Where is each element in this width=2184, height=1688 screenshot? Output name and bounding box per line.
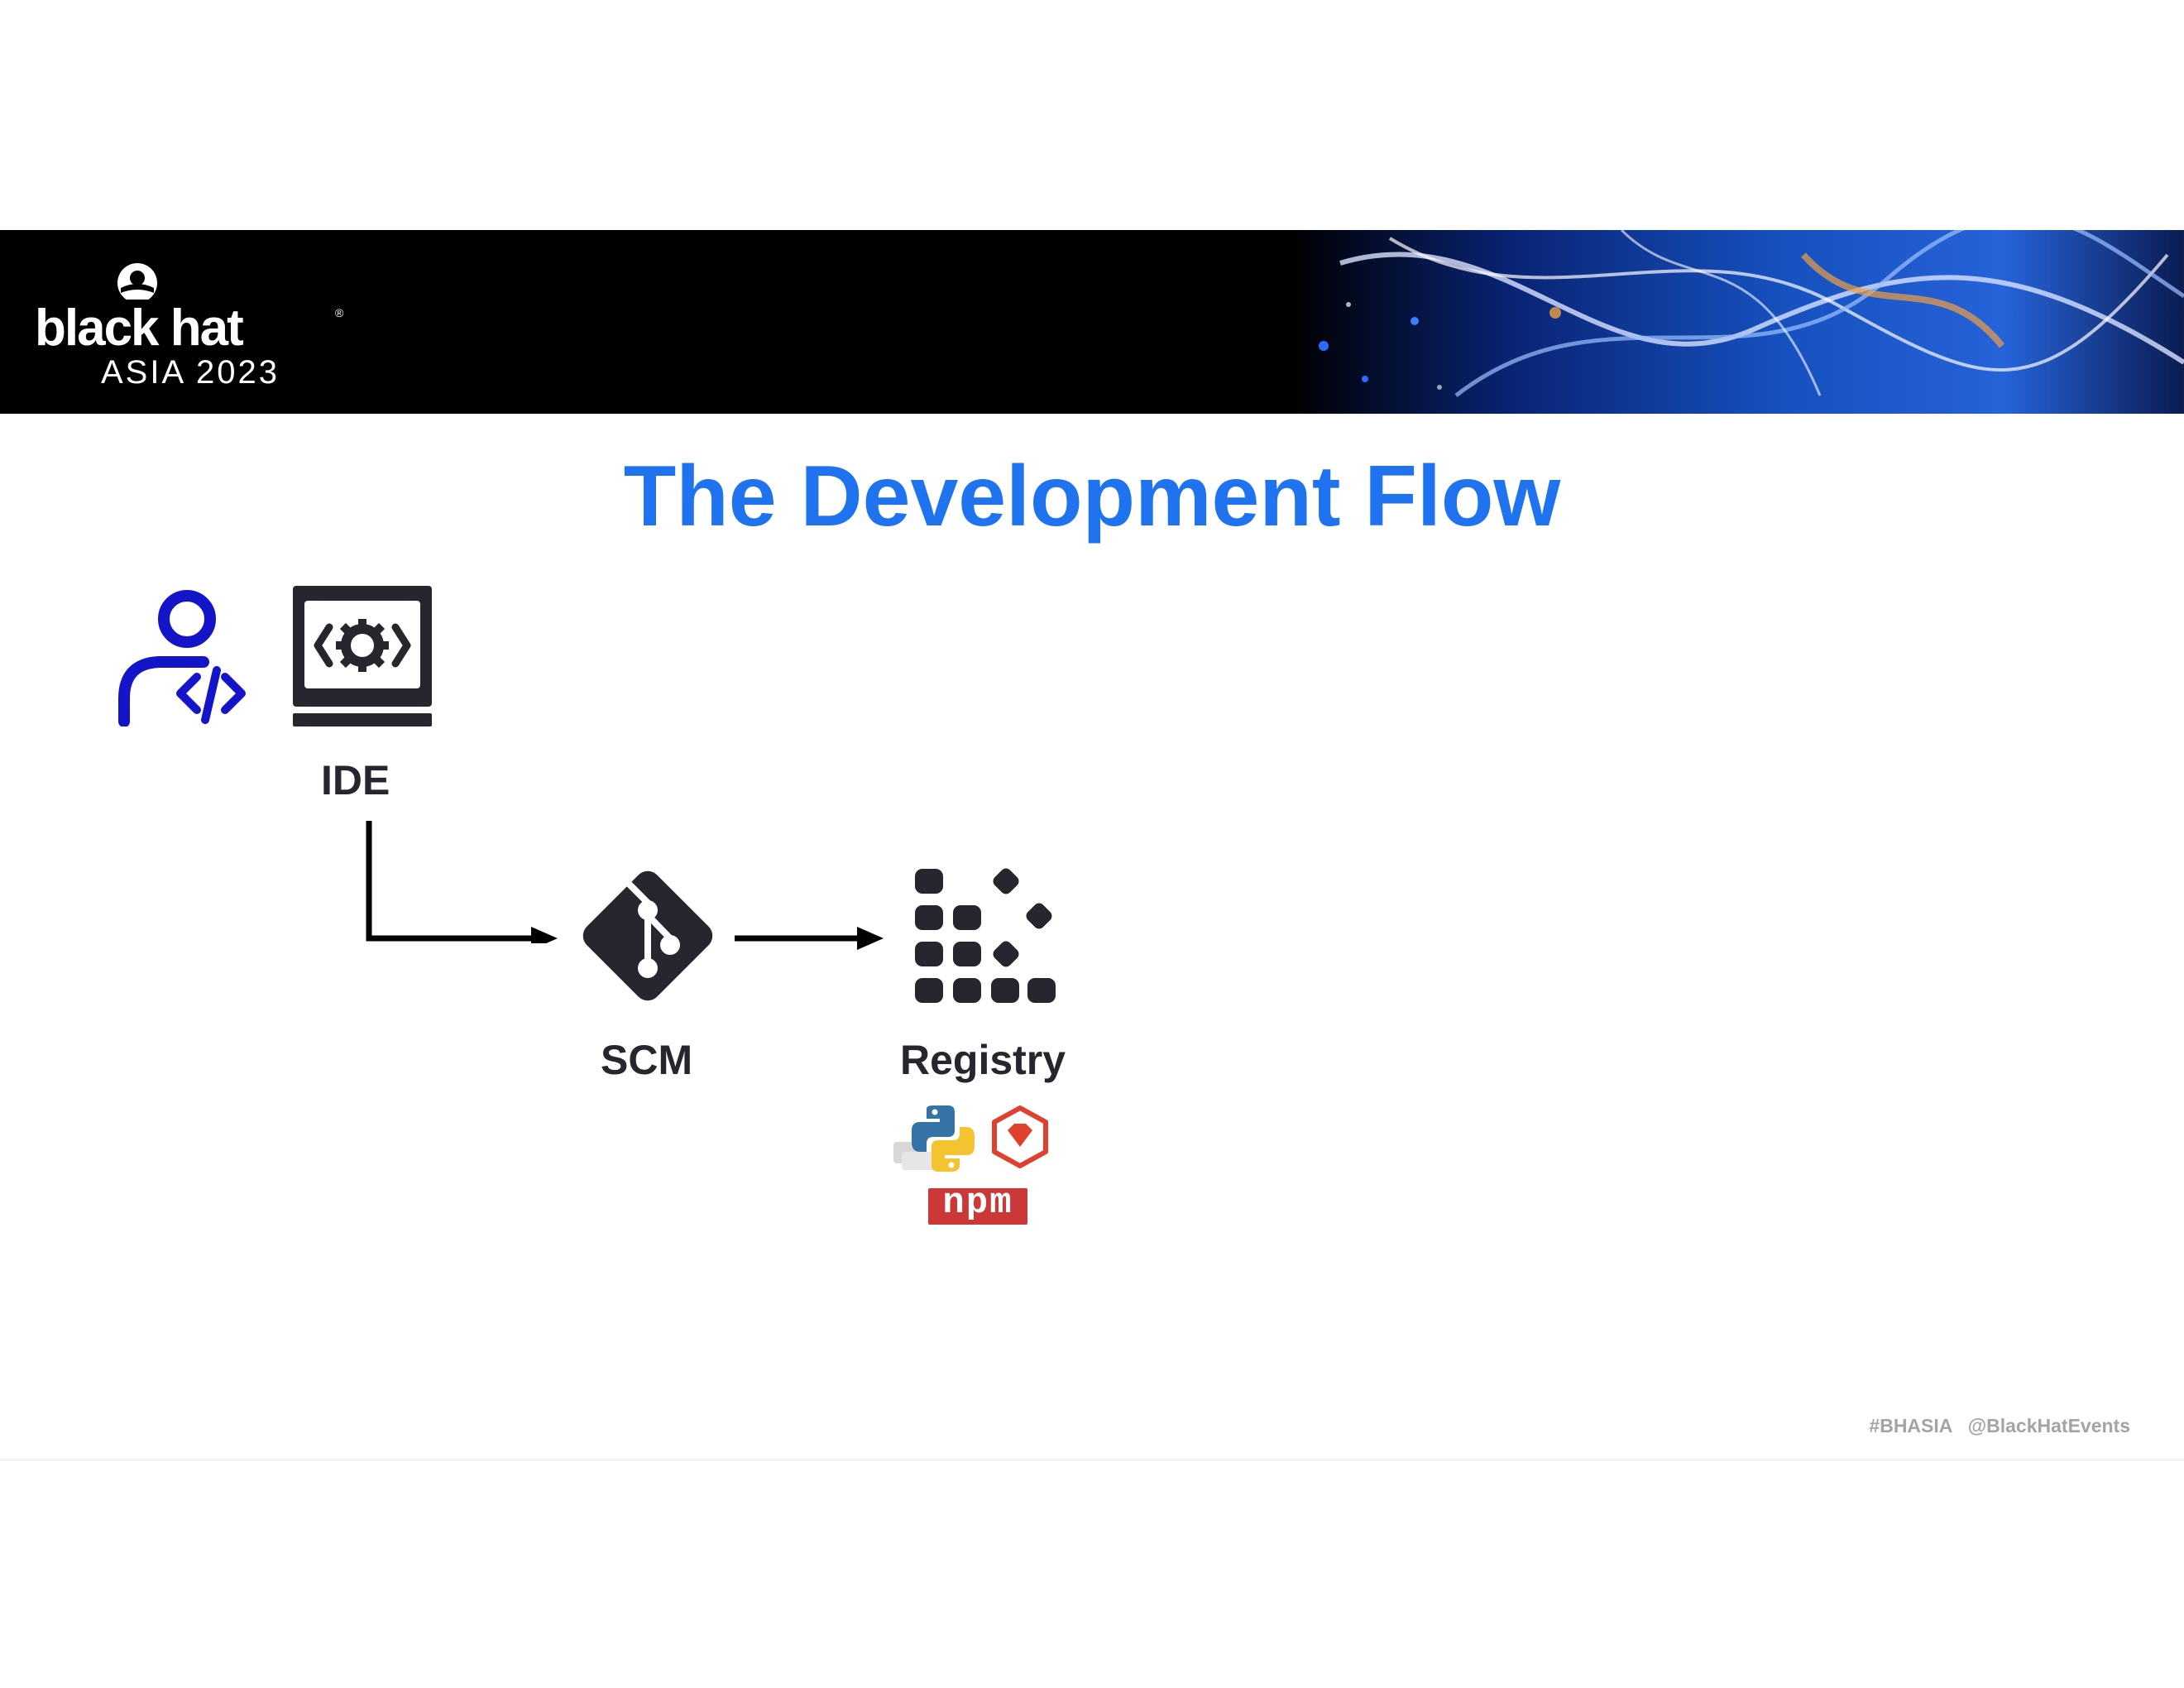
ide-icon — [293, 586, 432, 727]
header-band: black hat ® ASIA 2023 — [0, 230, 2184, 414]
ide-to-scm-arrow — [366, 821, 558, 943]
ide-label: IDE — [321, 757, 390, 803]
npm-text: npm — [942, 1182, 1013, 1224]
slide-title: The Development Flow — [623, 448, 1561, 544]
npm-icon: npm — [928, 1182, 1027, 1225]
footer-handle: @BlackHatEvents — [1967, 1415, 2130, 1436]
logo-wordmark: black hat — [35, 300, 244, 357]
header-abstract-art — [1291, 230, 2184, 414]
footer-hashtag: #BHASIA — [1869, 1415, 1952, 1436]
rubygems-icon — [992, 1105, 1048, 1168]
logo-subtitle: ASIA 2023 — [101, 354, 280, 391]
hat-icon — [117, 263, 157, 308]
developer-icon — [118, 590, 246, 727]
footer-tags: #BHASIA @BlackHatEvents — [1704, 1415, 2130, 1437]
registry-label: Registry — [900, 1037, 1066, 1083]
scm-label: SCM — [601, 1037, 693, 1083]
git-icon — [582, 870, 713, 1001]
scm-to-registry-arrow — [735, 927, 884, 950]
registry-icon — [915, 868, 1056, 1003]
logo-registered-mark: ® — [335, 306, 344, 319]
python-icon — [893, 1105, 975, 1172]
